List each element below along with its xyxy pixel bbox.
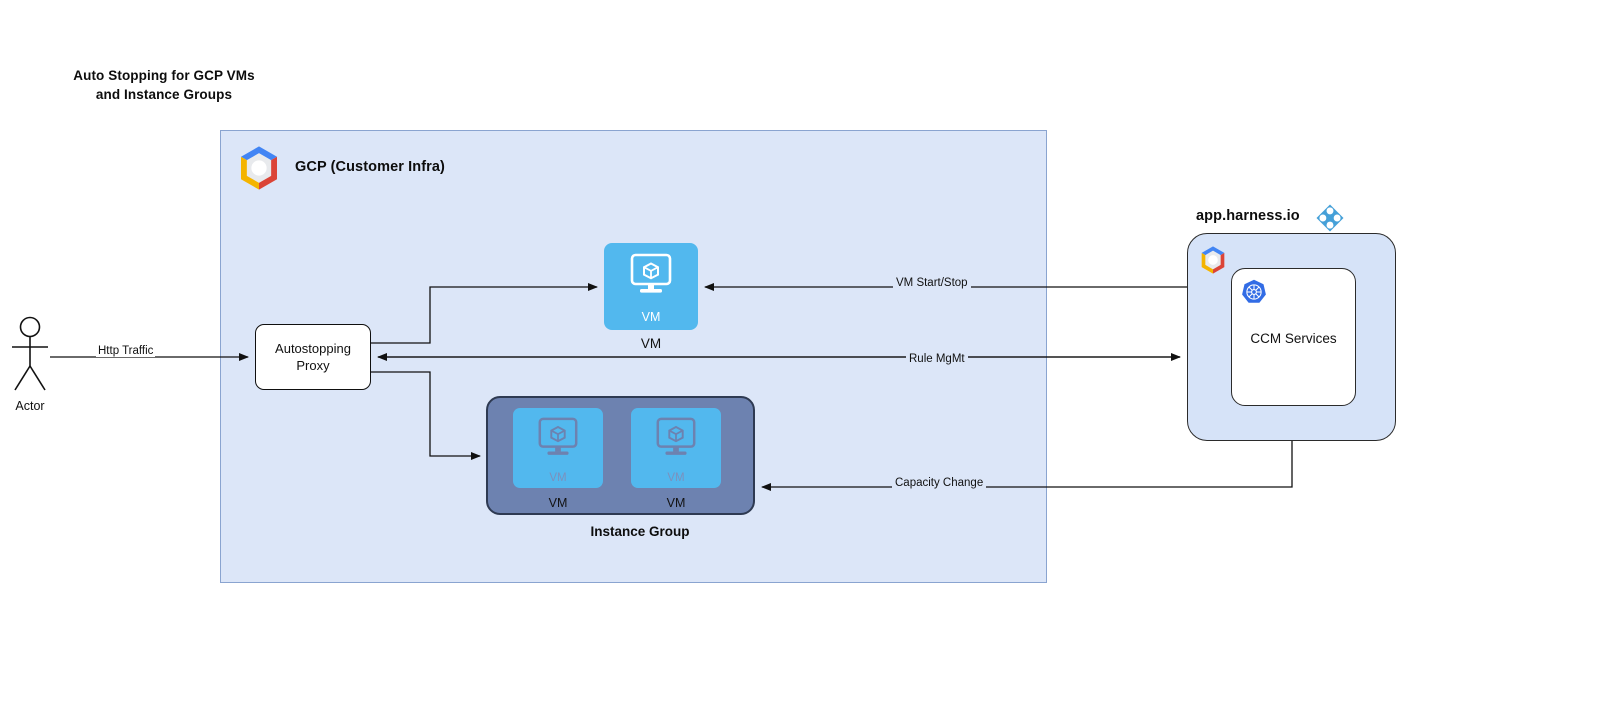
actor-label: Actor: [15, 399, 45, 413]
vm-inner-label: VM: [641, 310, 661, 324]
proxy-label-line-1: Autostopping: [275, 340, 351, 356]
edge-label-http-traffic: Http Traffic: [96, 345, 156, 357]
ccm-services-label: CCM Services: [1250, 331, 1337, 346]
edge-label-rule-mgmt: Rule MgMt: [906, 353, 968, 365]
gcp-container-label: GCP (Customer Infra): [295, 159, 445, 175]
vm-monitor-cube-icon: [625, 252, 677, 305]
actor-stick-figure-icon: [12, 316, 48, 391]
instance-group-vm-2[interactable]: VM: [631, 408, 721, 488]
instance-group-vm-1[interactable]: VM: [513, 408, 603, 488]
proxy-label-line-2: Proxy: [296, 358, 330, 373]
edge-label-capacity-change: Capacity Change: [892, 477, 987, 489]
page-title-line-1: Auto Stopping for GCP VMs: [73, 68, 255, 83]
edge-label-vm-start-stop: VM Start/Stop: [893, 277, 971, 289]
instance-group-node[interactable]: VM VM VM VM: [486, 396, 755, 515]
instance-group-vm-1-inner-label: VM: [549, 472, 567, 484]
instance-group-label: Instance Group: [590, 524, 690, 539]
ccm-services-node[interactable]: CCM Services: [1231, 268, 1356, 406]
gcp-logo-icon: [241, 146, 277, 190]
page-title: Auto Stopping for GCP VMs and Instance G…: [44, 66, 284, 104]
instance-group-vm-2-inner-label: VM: [667, 472, 685, 484]
vm-monitor-cube-icon: [651, 416, 701, 467]
gcp-logo-icon: [1201, 246, 1225, 274]
instance-group-vm-2-label: VM: [666, 496, 686, 510]
harness-diamond-logo-icon: [1316, 204, 1344, 232]
vm-outer-label: VM: [640, 336, 662, 351]
vm-node[interactable]: VM: [604, 243, 698, 330]
harness-title: app.harness.io: [1196, 208, 1300, 224]
instance-group-vm-1-label: VM: [548, 496, 568, 510]
vm-monitor-cube-icon: [533, 416, 583, 467]
page-title-line-2: and Instance Groups: [95, 87, 233, 102]
autostopping-proxy-node[interactable]: Autostopping Proxy: [255, 324, 371, 390]
kubernetes-icon: [1242, 279, 1266, 303]
